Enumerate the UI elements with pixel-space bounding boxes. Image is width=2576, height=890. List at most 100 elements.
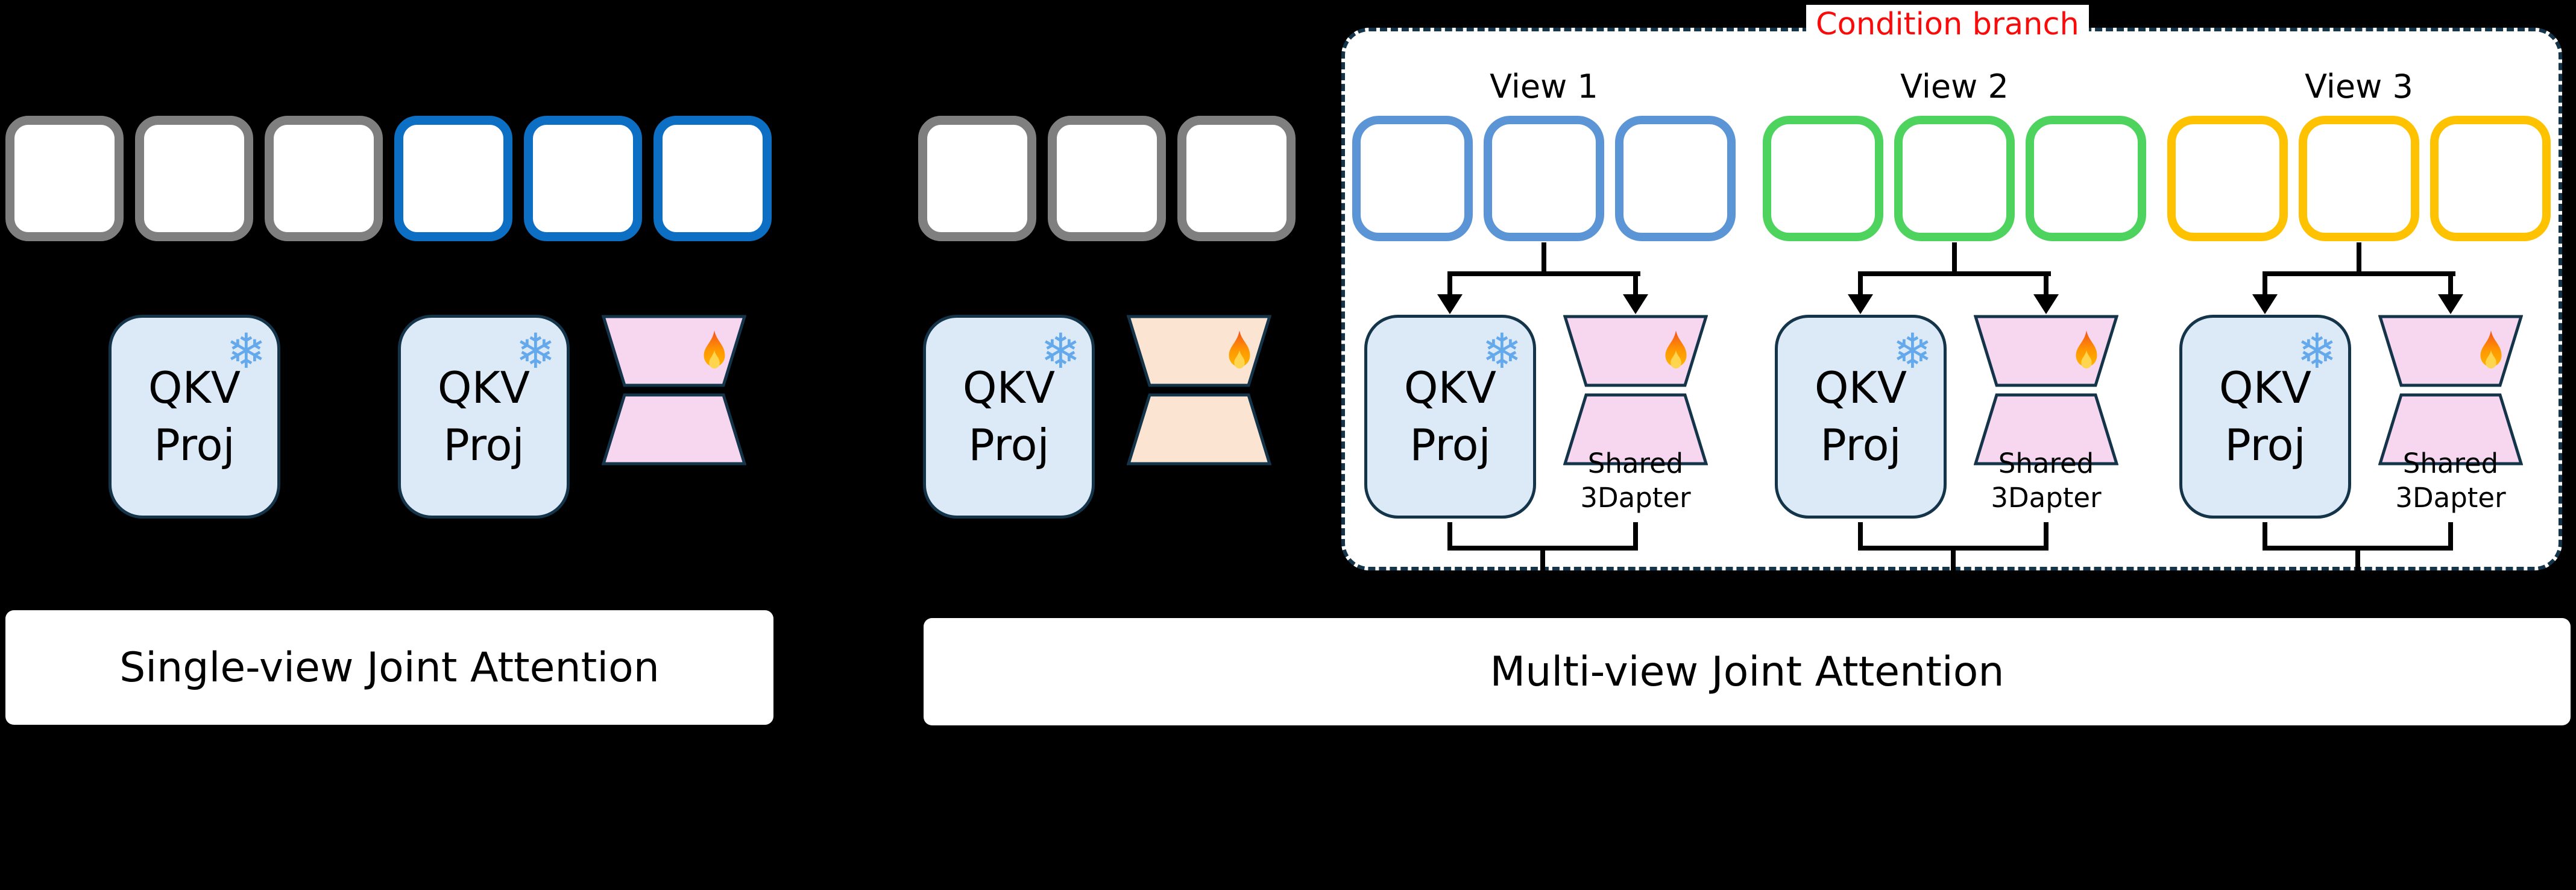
- qkv-proj-label: QKV Proj: [1367, 318, 1533, 516]
- qkv-line1: QKV: [2219, 362, 2312, 413]
- arrow-stem: [1858, 271, 1863, 295]
- single-view-title-box: Single-view Joint Attention: [5, 610, 773, 725]
- token-blue: [394, 116, 512, 241]
- frozen-icon: ❄: [1892, 323, 1933, 379]
- arrow-shaft: [1542, 242, 1546, 274]
- merge-out-line: [1951, 551, 1956, 571]
- token-blue: [524, 116, 642, 241]
- arrow-head: [1623, 294, 1648, 314]
- fire-icon: [704, 330, 725, 369]
- qkv-proj-box: ❄ QKV Proj: [923, 315, 1095, 519]
- adapter-line1: Shared: [2402, 447, 2499, 479]
- token-view1: [1615, 116, 1736, 241]
- multi-view-title: Multi-view Joint Attention: [1490, 648, 2004, 696]
- arrow-stem: [2044, 271, 2049, 295]
- qkv-line1: QKV: [1814, 362, 1907, 413]
- arrow-stem: [1633, 271, 1638, 295]
- arrow-bar: [1858, 271, 2051, 276]
- frozen-icon: ❄: [515, 323, 556, 379]
- arrow-head: [2033, 294, 2059, 314]
- qkv-proj-label: QKV Proj: [1778, 318, 1944, 516]
- merge-bar: [1858, 546, 2049, 551]
- adapter-line1: Shared: [1998, 447, 2094, 479]
- arrow-bar: [1447, 271, 1640, 276]
- adapter-bowtie: [1127, 315, 1271, 466]
- view-group-3: View 3 ❄ QKV Proj Sha: [2167, 0, 2551, 603]
- adapter-bowtie: [1563, 315, 1708, 466]
- token-view1: [1352, 116, 1473, 241]
- arrow-bar: [2263, 271, 2455, 276]
- single-view-title: Single-view Joint Attention: [119, 643, 660, 692]
- adapter-line2: 3Dapter: [1580, 482, 1691, 514]
- token-gray: [265, 116, 383, 241]
- arrow-stem: [1447, 271, 1452, 295]
- adapter-line1: Shared: [1587, 447, 1684, 479]
- merge-stub: [2448, 522, 2453, 550]
- adapter-bowtie: [2378, 315, 2523, 466]
- adapter-trapezoids: [1563, 315, 1708, 466]
- frozen-icon: ❄: [1481, 323, 1522, 379]
- adapter-line2: 3Dapter: [1991, 482, 2102, 514]
- merge-stub: [1858, 522, 1863, 550]
- fire-icon: [2076, 330, 2097, 369]
- frozen-icon: ❄: [225, 323, 266, 379]
- merge-out-line: [2355, 551, 2360, 571]
- token-view3: [2167, 116, 2288, 241]
- qkv-line2: Proj: [1409, 420, 1491, 470]
- token-view3: [2430, 116, 2551, 241]
- token-gray: [135, 116, 253, 241]
- shared-3dapter-label: Shared 3Dapter: [1551, 446, 1720, 515]
- token-view2: [1894, 116, 2015, 241]
- qkv-line2: Proj: [2225, 420, 2306, 470]
- adapter-trapezoids: [2378, 315, 2523, 466]
- qkv-line2: Proj: [443, 420, 524, 470]
- token-gray: [918, 116, 1036, 241]
- arrow-head: [1437, 294, 1463, 314]
- qkv-line1: QKV: [1403, 362, 1497, 413]
- qkv-line2: Proj: [154, 420, 235, 470]
- qkv-line1: QKV: [437, 362, 531, 413]
- token-gray: [5, 116, 124, 241]
- condition-branch-label: Condition branch: [1806, 5, 2089, 45]
- qkv-line2: Proj: [1820, 420, 1901, 470]
- fire-icon: [1229, 330, 1250, 369]
- qkv-proj-box: ❄ QKV Proj: [109, 315, 280, 519]
- qkv-line1: QKV: [962, 362, 1056, 413]
- view-2-label: View 2: [1900, 68, 2009, 106]
- qkv-proj-label: QKV Proj: [926, 318, 1092, 516]
- arrow-head: [1848, 294, 1873, 314]
- merge-out-line: [1540, 551, 1545, 571]
- qkv-proj-label: QKV Proj: [401, 318, 567, 516]
- arrow-shaft: [2357, 242, 2361, 274]
- adapter-trapezoids: [602, 315, 746, 466]
- frozen-icon: ❄: [2296, 323, 2337, 379]
- frozen-icon: ❄: [1040, 323, 1081, 379]
- adapter-bowtie: [1974, 315, 2118, 466]
- token-view3: [2299, 116, 2419, 241]
- token-gray: [1048, 116, 1166, 241]
- qkv-proj-label: QKV Proj: [112, 318, 277, 516]
- qkv-proj-box: ❄ QKV Proj: [398, 315, 570, 519]
- shared-3dapter-label: Shared 3Dapter: [2366, 446, 2535, 515]
- token-gray: [1177, 116, 1296, 241]
- merge-stub: [2044, 522, 2049, 550]
- adapter-trapezoids: [1974, 315, 2118, 466]
- merge-stub: [1447, 522, 1452, 550]
- merge-stub: [1633, 522, 1638, 550]
- view-group-2: View 2 ❄ QKV Proj Sha: [1763, 0, 2146, 603]
- merge-stub: [2263, 522, 2267, 550]
- arrow-head: [2252, 294, 2278, 314]
- arrow-stem: [2263, 271, 2267, 295]
- adapter-trapezoids: [1127, 315, 1271, 466]
- view-1-label: View 1: [1490, 68, 1598, 106]
- multi-view-title-box: Multi-view Joint Attention: [924, 618, 2571, 725]
- adapter-bowtie: [602, 315, 746, 466]
- qkv-proj-box: ❄ QKV Proj: [2179, 315, 2351, 519]
- arrow-head: [2438, 294, 2463, 314]
- qkv-line1: QKV: [148, 362, 241, 413]
- arrow-stem: [2448, 271, 2453, 295]
- merge-bar: [2263, 546, 2453, 551]
- token-view2: [2026, 116, 2146, 241]
- fire-icon: [1665, 330, 1687, 369]
